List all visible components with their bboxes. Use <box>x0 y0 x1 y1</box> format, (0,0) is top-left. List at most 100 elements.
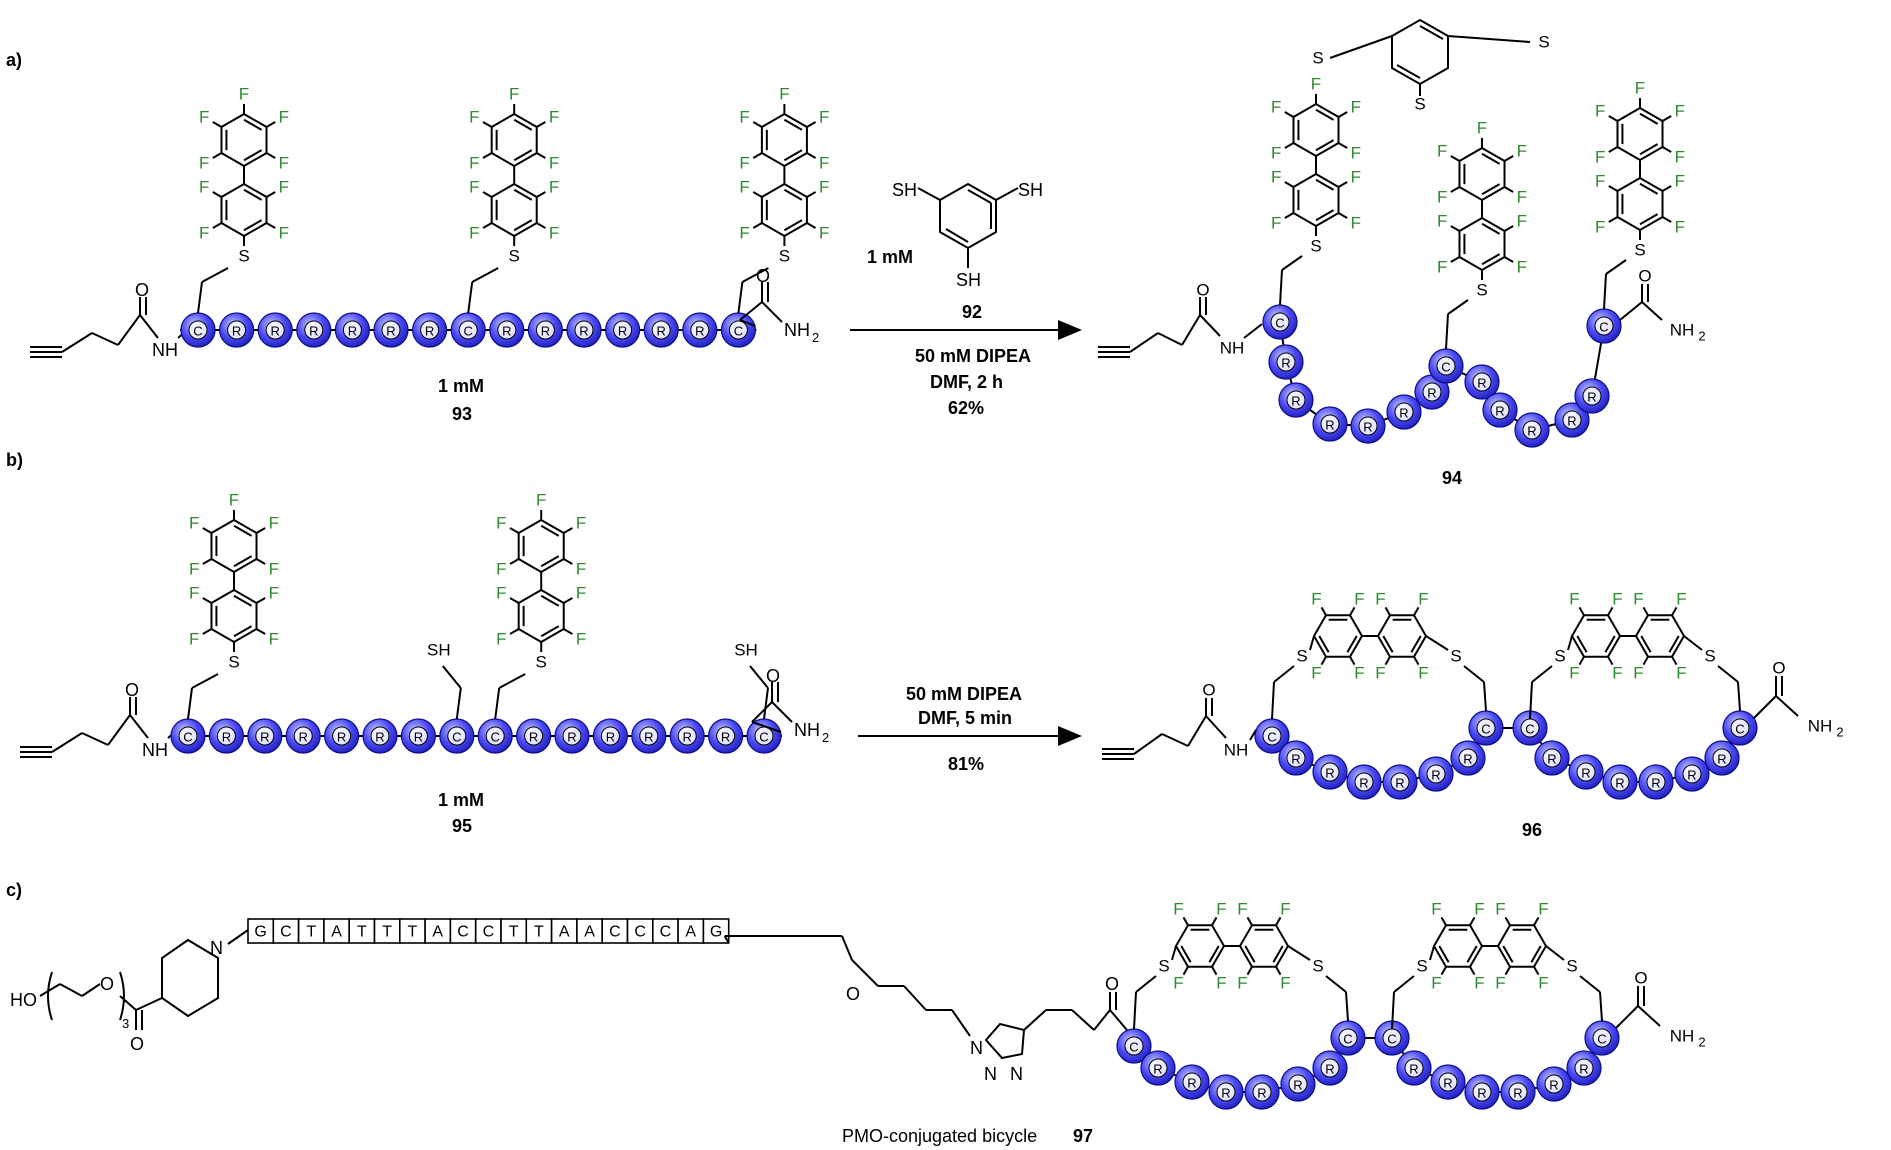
fluorine-atom: F <box>509 85 519 104</box>
bead-label-disk <box>408 726 428 746</box>
residue-bead-R: R <box>566 312 602 348</box>
aromatic-double-bond <box>1640 635 1652 653</box>
atom-O-b1: O <box>125 680 139 700</box>
bead-label: R <box>1549 1078 1558 1093</box>
bead-label: R <box>222 730 231 745</box>
sulfur-atom: S <box>1312 957 1323 976</box>
residue-bead-R: R <box>1278 740 1314 776</box>
fluorine-atom: F <box>1517 142 1527 161</box>
bead-label: R <box>1579 1062 1588 1077</box>
fluorine-atom: F <box>1474 974 1484 993</box>
cys-side-chain <box>1603 273 1607 310</box>
bead-label-disk <box>1472 372 1492 392</box>
fluorine-atom: F <box>1311 75 1321 94</box>
residue-bead-R: R <box>643 312 679 348</box>
residue-bead-C: C <box>477 718 513 754</box>
pmo-cell-box <box>474 918 502 944</box>
residue-bead-C: C <box>1374 1020 1410 1056</box>
aryl-ring <box>1432 924 1484 968</box>
aromatic-double-bond <box>1639 182 1659 195</box>
aromatic-double-bond <box>1668 635 1680 653</box>
bead-label: R <box>1567 414 1576 429</box>
sulfur-atom: S <box>1296 647 1307 666</box>
cys-side-chain <box>187 687 193 720</box>
fluorine-atom: F <box>1675 218 1685 237</box>
bead-label-disk <box>1594 316 1614 336</box>
residue-bead-R: R <box>285 718 321 754</box>
c-f-bond <box>536 121 546 128</box>
residue-bead-R: R <box>1464 364 1500 400</box>
condition-b-1: 50 mM DIPEA <box>906 684 1022 704</box>
pmo-base-cell: T <box>373 918 401 944</box>
fluorine-atom: F <box>1354 589 1364 608</box>
c-f-bond <box>1578 656 1585 666</box>
fluorine-atom: F <box>1431 899 1441 918</box>
cys-side-chain <box>442 665 462 689</box>
c-f-bond <box>1578 606 1585 616</box>
fluorine-atom: F <box>496 584 506 603</box>
bead-label: R <box>1399 406 1408 421</box>
condition-b-3: 81% <box>948 754 984 774</box>
bead-label: R <box>1325 418 1334 433</box>
pmo-base-letter: T <box>382 924 392 941</box>
bead-label: R <box>1527 424 1536 439</box>
bead-label-disk <box>1148 1058 1168 1078</box>
c-f-bond <box>1504 916 1511 926</box>
cys-side-chain <box>1445 313 1449 350</box>
atom-N-c2: N <box>970 1038 983 1058</box>
fluorine-atom: F <box>469 224 479 243</box>
fluorine-atom: F <box>496 560 506 579</box>
atom-N-c4: N <box>1010 1064 1023 1084</box>
fluorine-atom: F <box>189 514 199 533</box>
bead-label: R <box>1221 1086 1230 1101</box>
bead-label-disk <box>1390 772 1410 792</box>
fluorine-atom: F <box>1351 98 1361 117</box>
bead-label: R <box>1153 1062 1162 1077</box>
cys-side-chain <box>1281 255 1303 271</box>
bead-label-disk <box>1286 748 1306 768</box>
bead-label-disk <box>677 726 697 746</box>
cys-side-chain <box>1579 975 1601 993</box>
residue-bead-R: R <box>1566 1050 1602 1086</box>
caption-97-prefix: PMO-conjugated bicycle <box>842 1126 1037 1146</box>
subscript-2-b: 2 <box>822 730 829 745</box>
c-f-bond <box>1662 146 1672 153</box>
fluorine-atom: F <box>199 154 209 173</box>
c-f-bond <box>536 152 546 159</box>
c-f-bond <box>482 121 493 128</box>
c-f-bond <box>212 222 222 229</box>
fluorine-atom: F <box>229 491 239 510</box>
fluorine-atom: F <box>1569 589 1579 608</box>
c-f-bond <box>1504 256 1514 263</box>
pmo-base-letter: T <box>408 924 418 941</box>
atom-NH-a1: NH <box>152 340 178 360</box>
c-f-bond <box>536 191 546 198</box>
fluorine-atom: F <box>1437 258 1447 277</box>
c-f-bond <box>1662 185 1672 192</box>
bead-label: R <box>425 324 434 339</box>
cys-side-chain <box>1447 299 1469 315</box>
residue-bead-R: R <box>247 718 283 754</box>
aryl-ring <box>1312 614 1364 658</box>
residue-bead-R: R <box>1536 1066 1572 1102</box>
c-term-bond <box>739 319 756 327</box>
bead-label-disk <box>1544 1074 1564 1094</box>
c-f-bond <box>1504 155 1514 162</box>
residue-bead-R: R <box>707 718 744 754</box>
fluorine-atom: F <box>1517 258 1527 277</box>
fluorine-atom: F <box>1437 188 1447 207</box>
product-id-a: 94 <box>1442 468 1462 488</box>
condition-a-2: DMF, 2 h <box>930 372 1003 392</box>
atom-O: O <box>1638 267 1651 286</box>
bead-label: C <box>1599 320 1608 335</box>
fluorine-atom: F <box>739 154 749 173</box>
c-f-bond <box>256 527 266 534</box>
c-f-bond <box>212 121 222 128</box>
bead-label: R <box>337 730 346 745</box>
aromatic-double-bond <box>1410 635 1422 653</box>
pmo-base-letter: C <box>634 924 646 941</box>
sulfur-atom: S <box>1414 95 1425 114</box>
pmo-cell-box <box>626 918 654 944</box>
